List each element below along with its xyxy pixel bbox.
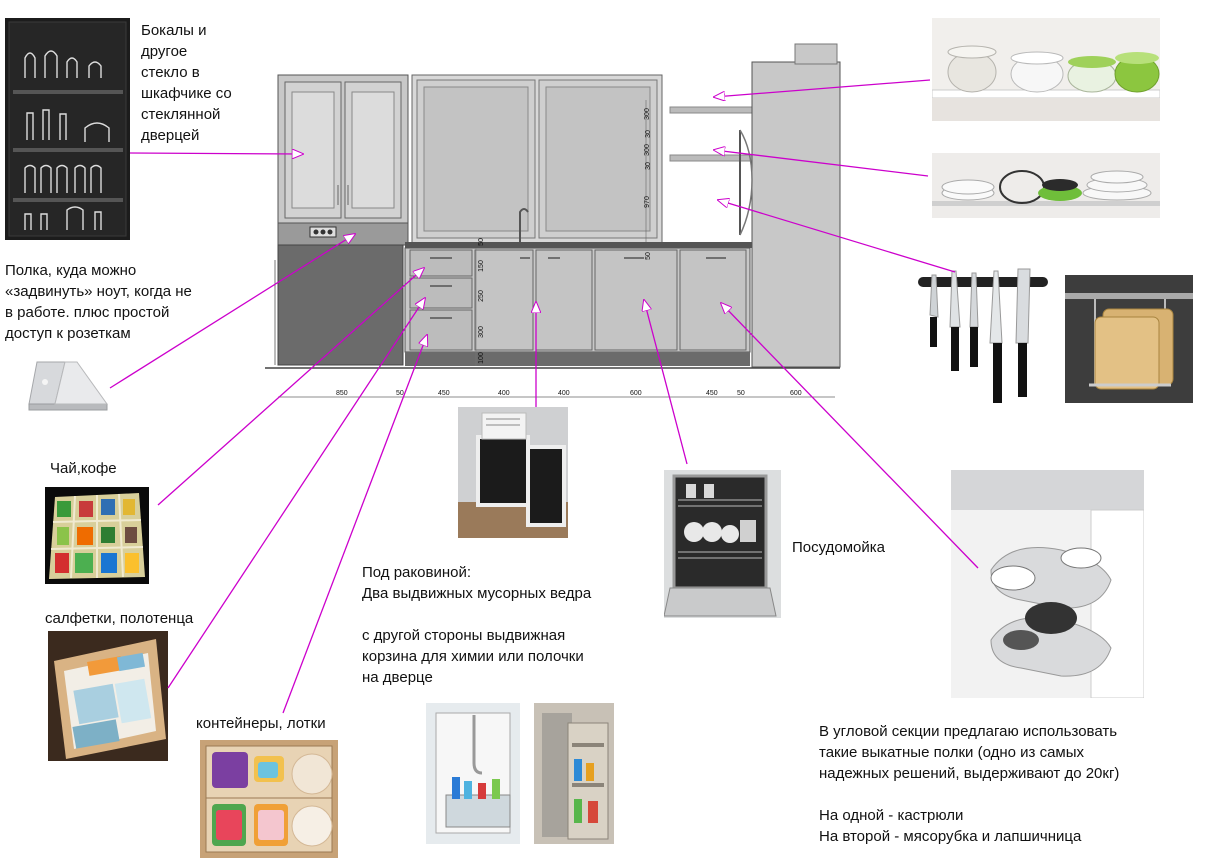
corner-carousel-photo <box>951 470 1144 698</box>
dim-wall-300-a: 300 <box>643 108 651 120</box>
dishwasher-photo <box>664 470 781 618</box>
tea-label: Чай,кофе <box>50 460 117 477</box>
dim-wall-30-b: 30 <box>644 162 652 170</box>
dim-850: 850 <box>336 390 348 397</box>
dim-wall-970: 970 <box>643 196 651 208</box>
under-sink-photo-1 <box>426 703 520 844</box>
dim-50: 50 <box>396 390 404 397</box>
napkins-label: салфетки, полотенца <box>45 610 194 627</box>
dim-450-b: 450 <box>706 390 718 397</box>
corner-label: В угловой секции предлагаю использовать … <box>819 723 1120 845</box>
containers-label: контейнеры, лотки <box>196 715 326 732</box>
dim-drawer-300: 300 <box>477 326 485 338</box>
glasses-label: Бокалы и другое стекло в шкафчике со сте… <box>141 22 232 144</box>
under-sink-photo-2 <box>534 703 614 844</box>
containers-photo <box>200 740 338 858</box>
dishwasher-label: Посудомойка <box>792 539 885 556</box>
tea-drawer-photo <box>45 487 149 584</box>
dim-wall-50: 50 <box>644 252 652 260</box>
dim-450: 450 <box>438 390 450 397</box>
dim-sink-50: 50 <box>477 238 485 246</box>
dim-600-b: 600 <box>790 390 802 397</box>
arrow-dishwasher <box>644 300 688 465</box>
laptop-shelf-label: Полка, куда можно «задвинуть» ноут, когд… <box>5 262 192 342</box>
bowls-shelf-photo <box>932 18 1160 121</box>
arrow-glasses <box>129 153 303 154</box>
glass-cabinet-photo <box>5 18 130 240</box>
dim-400-b: 400 <box>558 390 570 397</box>
arrow-plates <box>714 150 929 177</box>
dim-drawer-150: 150 <box>477 260 485 272</box>
laptop-image <box>25 360 110 422</box>
knife-rack-photo <box>912 265 1054 410</box>
cutting-boards-photo <box>1065 275 1193 403</box>
trash-bins-photo <box>458 407 568 538</box>
dim-drawer-250: 250 <box>477 290 485 302</box>
dim-wall-30-a: 30 <box>644 130 652 138</box>
arrow-bowls <box>714 79 931 97</box>
napkins-drawer-photo <box>48 631 168 761</box>
sink-label: Под раковиной: Два выдвижных мусорных ве… <box>362 564 592 686</box>
dim-600-a: 600 <box>630 390 642 397</box>
dim-drawer-100: 100 <box>477 352 485 364</box>
dim-wall-300-b: 300 <box>643 144 651 156</box>
dim-50-b: 50 <box>737 390 745 397</box>
dim-400-a: 400 <box>498 390 510 397</box>
plates-rack-photo <box>932 153 1160 218</box>
arrow-knives <box>718 200 956 273</box>
